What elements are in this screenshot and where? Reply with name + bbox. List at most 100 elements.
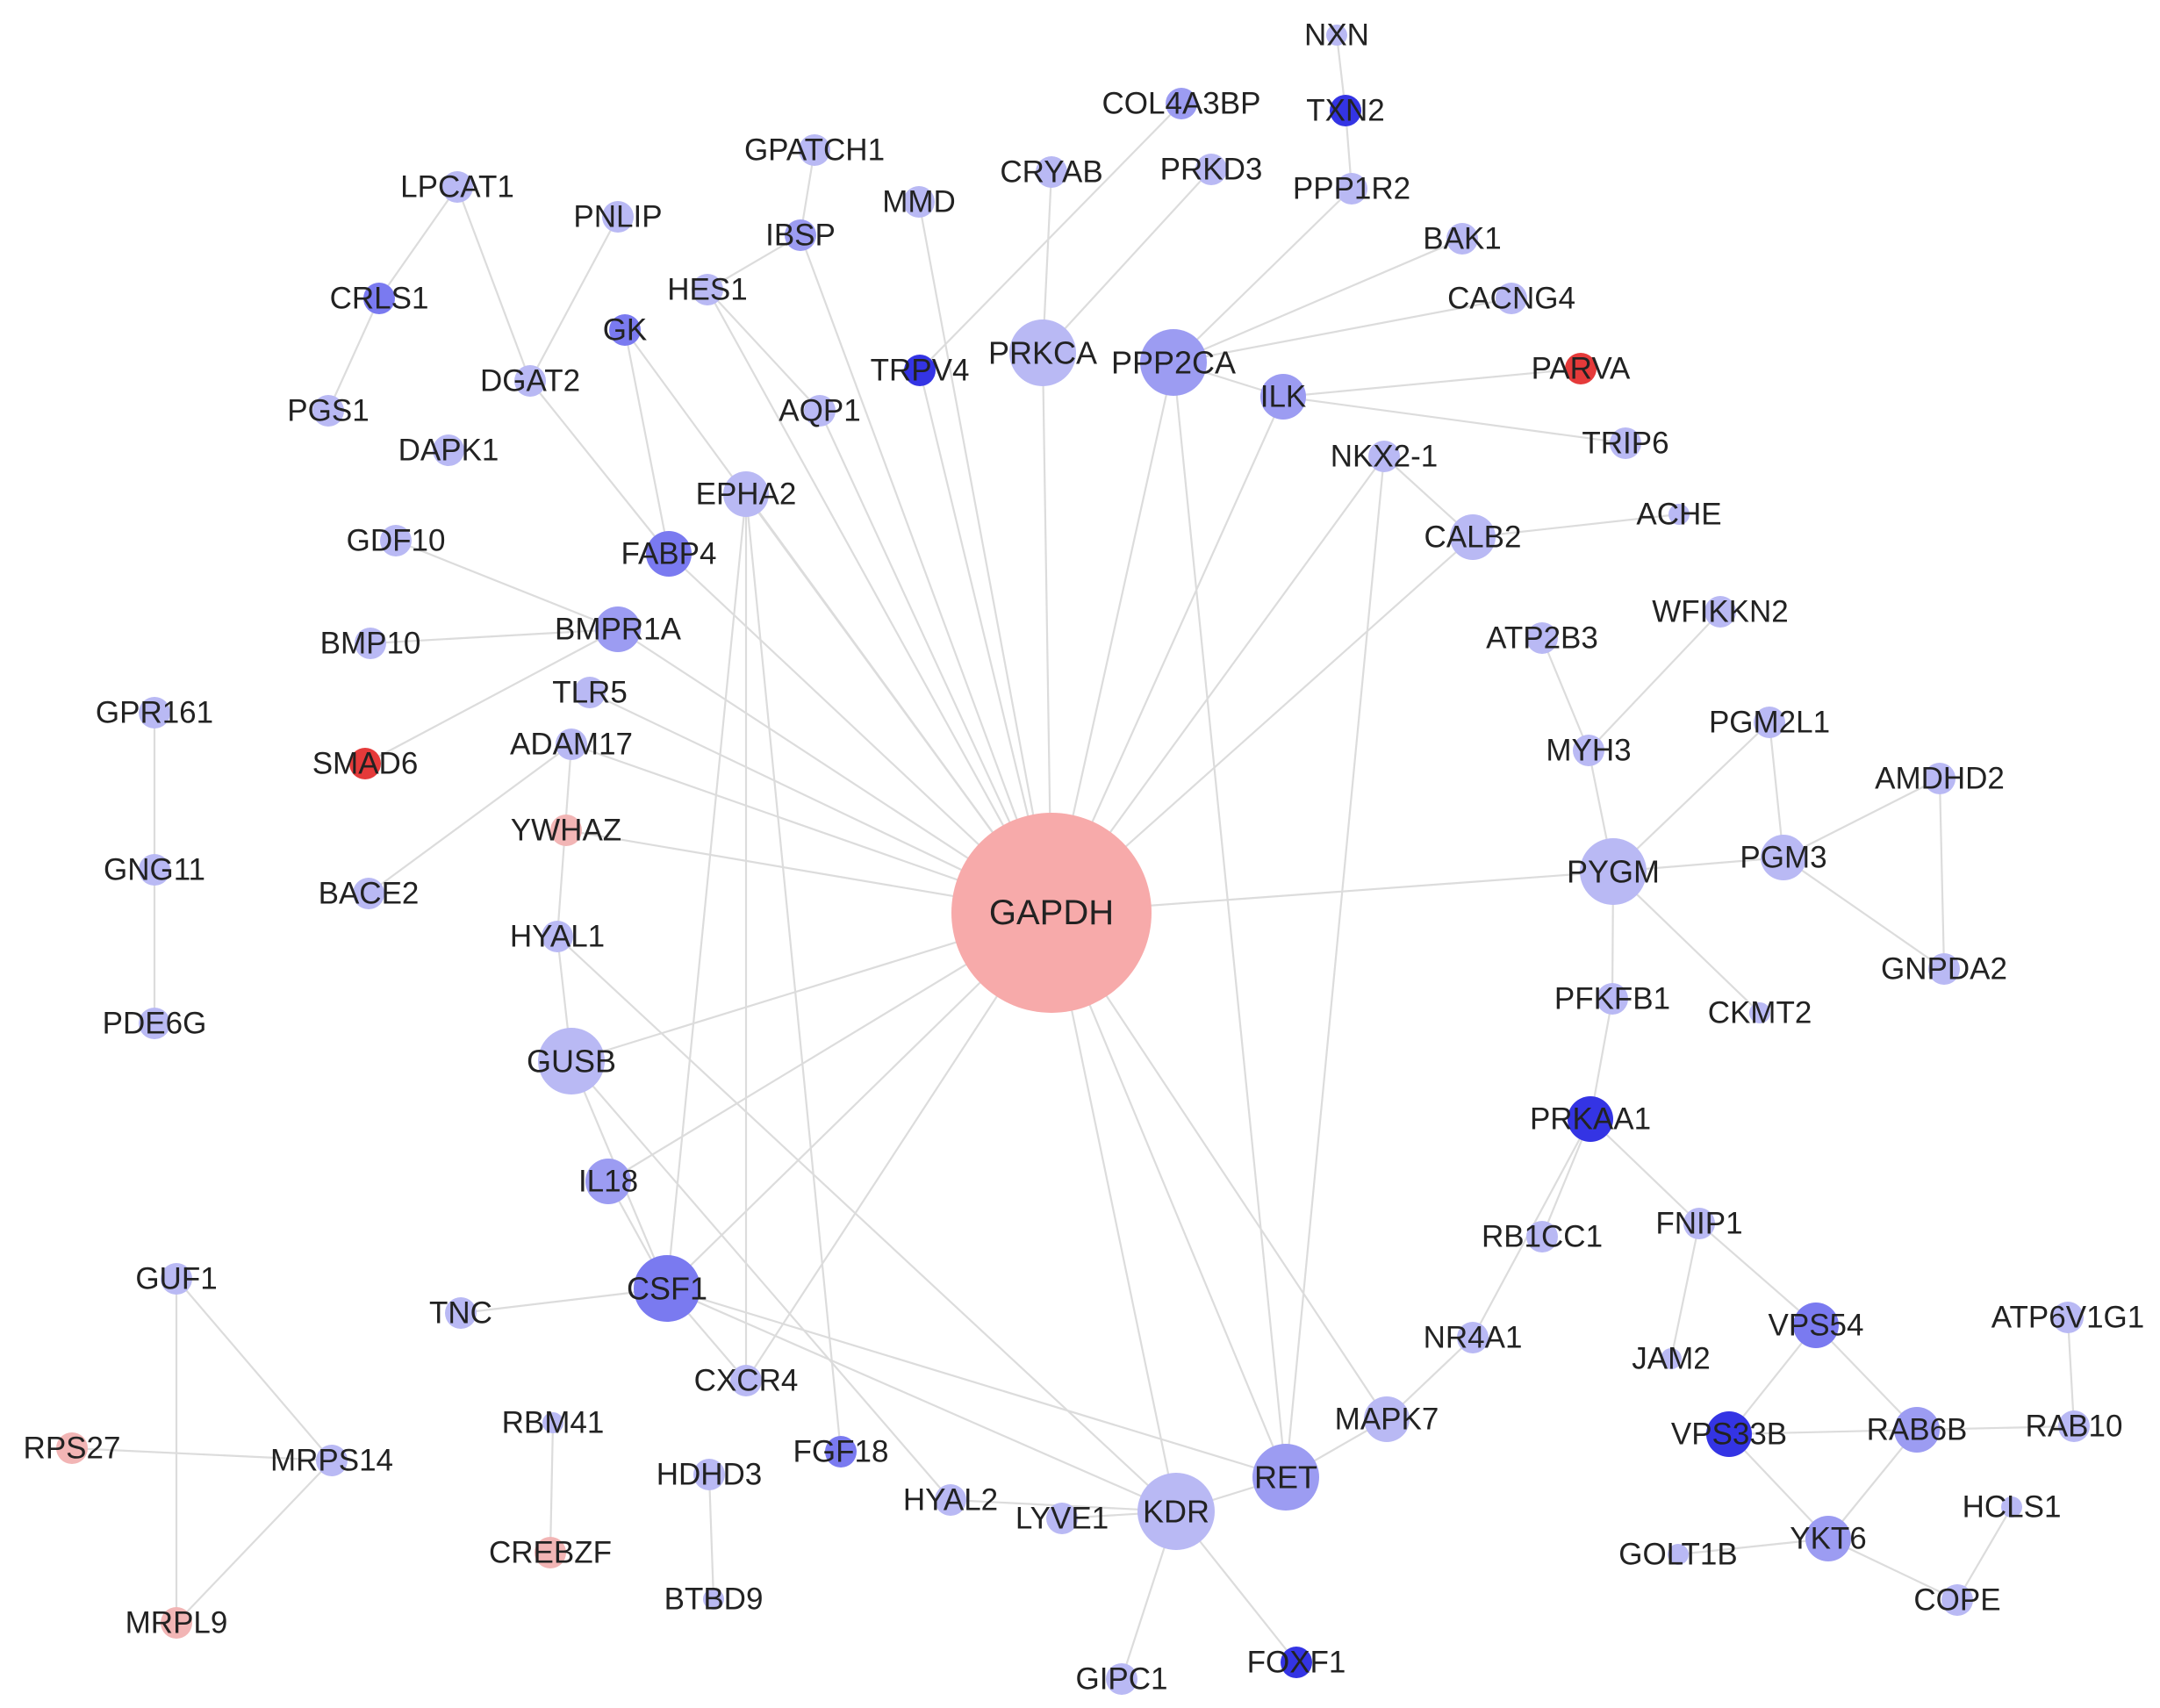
- node-gpatch1[interactable]: GPATCH1: [744, 133, 885, 168]
- node-circle-rab10[interactable]: [2058, 1410, 2090, 1442]
- node-circle-cope[interactable]: [1941, 1584, 1973, 1616]
- node-pfkfb1[interactable]: PFKFB1: [1554, 982, 1670, 1016]
- node-csf1[interactable]: CSF1: [627, 1255, 707, 1322]
- node-circle-pnlip[interactable]: [602, 201, 634, 233]
- node-circle-myh3[interactable]: [1573, 735, 1604, 766]
- node-golt1b[interactable]: GOLT1B: [1618, 1538, 1738, 1572]
- node-circle-gapdh[interactable]: [951, 813, 1152, 1013]
- node-circle-rbm41[interactable]: [542, 1412, 563, 1433]
- node-bmp10[interactable]: BMP10: [320, 627, 421, 661]
- node-tnc[interactable]: TNC: [429, 1296, 492, 1331]
- node-circle-ibsp[interactable]: [785, 219, 816, 251]
- node-circle-bmpr1a[interactable]: [595, 606, 641, 652]
- node-circle-prkaa1[interactable]: [1568, 1096, 1613, 1142]
- node-ilk[interactable]: ILK: [1260, 374, 1307, 420]
- node-circle-hyal2[interactable]: [935, 1484, 966, 1516]
- node-circle-gnpda2[interactable]: [1928, 953, 1960, 985]
- node-pgs1[interactable]: PGS1: [287, 394, 369, 428]
- node-atp2b3[interactable]: ATP2B3: [1486, 621, 1598, 656]
- node-rb1cc1[interactable]: RB1CC1: [1482, 1220, 1603, 1254]
- node-pnlip[interactable]: PNLIP: [573, 200, 662, 234]
- node-trpv4[interactable]: TRPV4: [871, 354, 970, 388]
- node-circle-mrpl9[interactable]: [161, 1607, 192, 1639]
- node-circle-bmp10[interactable]: [355, 628, 386, 659]
- node-circle-fgf18[interactable]: [825, 1436, 857, 1468]
- node-dapk1[interactable]: DAPK1: [398, 434, 499, 468]
- node-mrps14[interactable]: MRPS14: [270, 1444, 393, 1478]
- node-adam17[interactable]: ADAM17: [510, 728, 633, 762]
- node-ache[interactable]: ACHE: [1636, 498, 1721, 532]
- node-gnpda2[interactable]: GNPDA2: [1881, 952, 2007, 987]
- node-circle-lpcat1[interactable]: [441, 171, 473, 203]
- node-circle-txn2[interactable]: [1330, 95, 1361, 126]
- node-vps54[interactable]: VPS54: [1769, 1303, 1864, 1348]
- node-mapk7[interactable]: MAPK7: [1335, 1396, 1439, 1442]
- node-gapdh[interactable]: GAPDH: [951, 813, 1152, 1013]
- node-circle-pde6g[interactable]: [139, 1008, 170, 1039]
- node-fnip1[interactable]: FNIP1: [1655, 1207, 1742, 1241]
- node-circle-epha2[interactable]: [723, 471, 769, 517]
- node-circle-cryab[interactable]: [1036, 156, 1067, 188]
- node-circle-hdhd3[interactable]: [693, 1459, 725, 1490]
- node-hyal1[interactable]: HYAL1: [510, 920, 605, 954]
- node-atp6v1g1[interactable]: ATP6V1G1: [1991, 1301, 2144, 1335]
- node-prkd3[interactable]: PRKD3: [1160, 153, 1263, 187]
- node-hyal2[interactable]: HYAL2: [903, 1483, 998, 1518]
- node-hdhd3[interactable]: HDHD3: [657, 1458, 763, 1492]
- node-circle-bak1[interactable]: [1446, 223, 1478, 255]
- node-circle-vps54[interactable]: [1793, 1303, 1839, 1348]
- node-nkx2-1[interactable]: NKX2-1: [1331, 440, 1439, 474]
- node-circle-pygm[interactable]: [1580, 838, 1647, 905]
- node-mmd[interactable]: MMD: [882, 185, 956, 219]
- node-nxn[interactable]: NXN: [1304, 18, 1369, 53]
- node-circle-foxf1[interactable]: [1281, 1647, 1312, 1678]
- node-gdf10[interactable]: GDF10: [347, 524, 446, 558]
- node-circle-gng11[interactable]: [139, 854, 170, 886]
- node-circle-dapk1[interactable]: [433, 434, 464, 466]
- node-circle-jam2[interactable]: [1661, 1348, 1682, 1369]
- node-amdhd2[interactable]: AMDHD2: [1875, 762, 2005, 796]
- node-circle-cxcr4[interactable]: [730, 1365, 762, 1396]
- node-circle-gusb[interactable]: [538, 1028, 605, 1094]
- node-circle-il18[interactable]: [585, 1159, 631, 1204]
- node-circle-rb1cc1[interactable]: [1526, 1221, 1558, 1252]
- node-circle-atp2b3[interactable]: [1526, 622, 1558, 654]
- node-circle-ret[interactable]: [1252, 1444, 1319, 1511]
- node-dgat2[interactable]: DGAT2: [480, 364, 580, 398]
- node-circle-nr4a1[interactable]: [1457, 1322, 1489, 1353]
- node-circle-tnc[interactable]: [445, 1297, 477, 1329]
- node-circle-hyal1[interactable]: [542, 921, 573, 952]
- node-circle-ppp1r2[interactable]: [1336, 173, 1367, 205]
- node-gipc1[interactable]: GIPC1: [1075, 1662, 1167, 1697]
- node-jam2[interactable]: JAM2: [1632, 1342, 1710, 1376]
- node-smad6[interactable]: SMAD6: [312, 747, 419, 781]
- node-fabp4[interactable]: FABP4: [621, 531, 717, 577]
- node-lyve1[interactable]: LYVE1: [1015, 1502, 1109, 1536]
- node-circle-tlr5[interactable]: [574, 677, 606, 708]
- node-circle-nkx2-1[interactable]: [1368, 441, 1400, 472]
- node-circle-lyve1[interactable]: [1046, 1503, 1078, 1534]
- node-circle-fabp4[interactable]: [646, 531, 692, 577]
- node-circle-col4a3bp[interactable]: [1166, 88, 1197, 119]
- node-aqp1[interactable]: AQP1: [779, 394, 860, 428]
- node-circle-guf1[interactable]: [161, 1263, 192, 1295]
- node-rbm41[interactable]: RBM41: [502, 1406, 605, 1440]
- node-hes1[interactable]: HES1: [667, 273, 747, 307]
- node-rab6b[interactable]: RAB6B: [1867, 1407, 1968, 1453]
- node-calb2[interactable]: CALB2: [1424, 514, 1522, 560]
- node-rps27[interactable]: RPS27: [24, 1432, 121, 1466]
- node-circle-ckmt2[interactable]: [1749, 1002, 1770, 1023]
- node-bmpr1a[interactable]: BMPR1A: [555, 606, 682, 652]
- node-btbd9[interactable]: BTBD9: [664, 1582, 764, 1617]
- node-parva[interactable]: PARVA: [1532, 352, 1631, 386]
- node-txn2[interactable]: TXN2: [1306, 94, 1384, 128]
- node-circle-prkca[interactable]: [1009, 319, 1076, 386]
- node-circle-gpatch1[interactable]: [799, 134, 830, 166]
- node-ykt6[interactable]: YKT6: [1790, 1516, 1867, 1561]
- node-circle-pgm3[interactable]: [1761, 835, 1806, 880]
- node-fgf18[interactable]: FGF18: [793, 1435, 889, 1469]
- node-circle-trpv4[interactable]: [904, 355, 936, 386]
- node-pygm[interactable]: PYGM: [1567, 838, 1660, 905]
- node-circle-amdhd2[interactable]: [1924, 763, 1955, 794]
- node-cxcr4[interactable]: CXCR4: [694, 1364, 799, 1398]
